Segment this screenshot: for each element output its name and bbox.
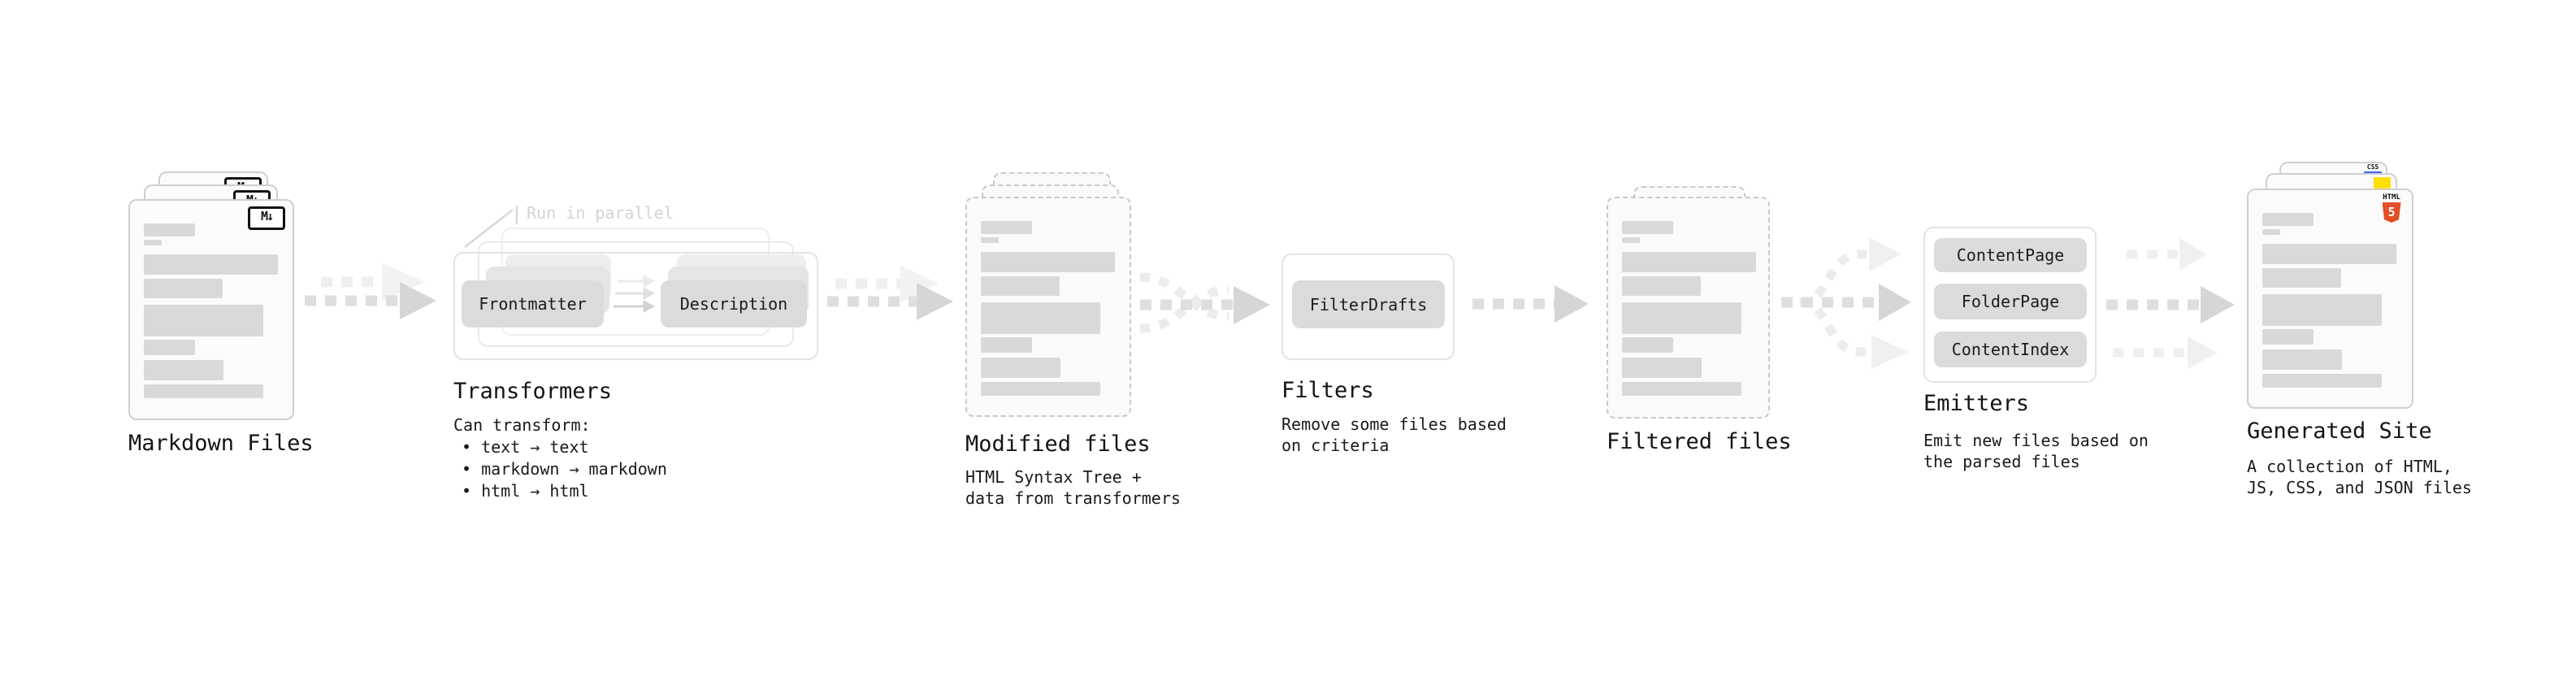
desc-line: JS, CSS, and JSON files — [2247, 478, 2472, 497]
generated-site-label: Generated Site — [2247, 419, 2432, 444]
content-bar — [981, 337, 1032, 353]
description-chip: Description — [661, 280, 807, 327]
content-bar — [981, 252, 1115, 272]
html5-icon: HTML 5 — [2379, 194, 2404, 223]
content-bar — [144, 360, 223, 380]
content-bar — [981, 382, 1100, 396]
file-content-placeholder — [130, 201, 293, 419]
contentindex-chip: ContentIndex — [1934, 332, 2087, 367]
content-bar — [981, 221, 1032, 234]
filters-label: Filters — [1281, 378, 1374, 403]
emitters-label: Emitters — [1923, 391, 2030, 416]
run-in-parallel-note: Run in parallel — [527, 203, 674, 223]
filtered-files-label: Filtered files — [1607, 429, 1792, 454]
desc-line: data from transformers — [965, 488, 1181, 508]
folderpage-chip: FolderPage — [1934, 284, 2087, 319]
file-content-placeholder — [1608, 198, 1768, 417]
content-bar — [2262, 294, 2382, 326]
content-bar — [144, 254, 278, 275]
file-content-placeholder — [967, 198, 1130, 415]
desc-line: Remove some files based — [1281, 414, 1507, 434]
content-bar — [1622, 252, 1756, 272]
contentpage-chip: ContentPage — [1934, 238, 2087, 272]
content-bar — [2262, 374, 2382, 388]
desc-line: A collection of HTML, — [2247, 457, 2452, 476]
markdown-icon: M↓ — [248, 206, 285, 230]
content-bar — [1622, 276, 1701, 296]
filters-description: Remove some files based on criteria — [1281, 414, 1507, 456]
css-icon: CSS — [2364, 164, 2382, 174]
content-bar — [981, 302, 1100, 334]
desc-line: Emit new files based on — [1923, 431, 2149, 450]
js-icon — [2374, 177, 2391, 189]
content-bar — [144, 279, 223, 298]
desc-line: HTML Syntax Tree + — [965, 467, 1142, 487]
content-bar — [144, 240, 162, 245]
bullet-line: • html → html — [462, 481, 589, 501]
content-bar — [1622, 337, 1673, 353]
arrow-emitters-to-generated — [2106, 238, 2235, 369]
desc-line: the parsed files — [1923, 452, 2080, 471]
css-icon-label: CSS — [2366, 163, 2379, 171]
content-bar — [1622, 382, 1741, 396]
arrow-filtered-to-emitters-fanout — [1781, 237, 1911, 369]
desc-line: Can transform: — [453, 415, 591, 435]
content-bar — [2262, 329, 2314, 345]
frontmatter-chip: Frontmatter — [462, 280, 604, 327]
modified-files-description: HTML Syntax Tree + data from transformer… — [965, 466, 1181, 509]
desc-line: on criteria — [1281, 436, 1390, 455]
content-bar — [981, 237, 999, 243]
content-bar — [1622, 302, 1741, 334]
modified-files-label: Modified files — [965, 432, 1151, 457]
arrow-filters-to-filtered — [1472, 285, 1589, 323]
content-bar — [1622, 358, 1702, 378]
content-bar — [144, 384, 263, 398]
content-bar — [981, 358, 1060, 378]
content-bar — [144, 223, 195, 236]
file-page-dashed — [965, 197, 1131, 417]
content-bar — [1622, 221, 1673, 234]
file-page: M↓ — [128, 199, 294, 420]
filterdrafts-chip: FilterDrafts — [1292, 280, 1445, 328]
content-bar — [981, 276, 1060, 296]
transformers-label: Transformers — [453, 379, 613, 404]
file-page-dashed — [1607, 197, 1770, 419]
arrow-markdown-to-transformers — [305, 263, 436, 319]
content-bar — [2262, 244, 2396, 264]
content-bar — [2262, 213, 2314, 226]
html5-icon-shield: 5 — [2382, 202, 2401, 223]
transformer-panel — [453, 252, 818, 360]
arrow-transformers-to-modified — [827, 265, 953, 320]
content-bar — [2262, 268, 2341, 288]
css-icon-underline — [2364, 171, 2382, 174]
generated-site-description: A collection of HTML, JS, CSS, and JSON … — [2247, 456, 2472, 498]
emitters-description: Emit new files based on the parsed files — [1923, 430, 2149, 472]
content-bar — [2262, 229, 2280, 235]
markdown-files-label: Markdown Files — [128, 431, 314, 456]
html5-icon-label: HTML — [2383, 193, 2400, 202]
content-bar — [144, 340, 195, 355]
transformers-description: Can transform: • text → text • markdown … — [453, 414, 667, 502]
content-bar — [144, 305, 263, 336]
bullet-line: • markdown → markdown — [462, 459, 667, 479]
arrow-modified-to-filters-merge — [1139, 272, 1270, 333]
file-page: HTML 5 — [2247, 189, 2413, 409]
file-content-placeholder — [2249, 190, 2412, 407]
content-bar — [1622, 237, 1640, 243]
content-bar — [2262, 349, 2342, 370]
bullet-line: • text → text — [462, 437, 589, 457]
